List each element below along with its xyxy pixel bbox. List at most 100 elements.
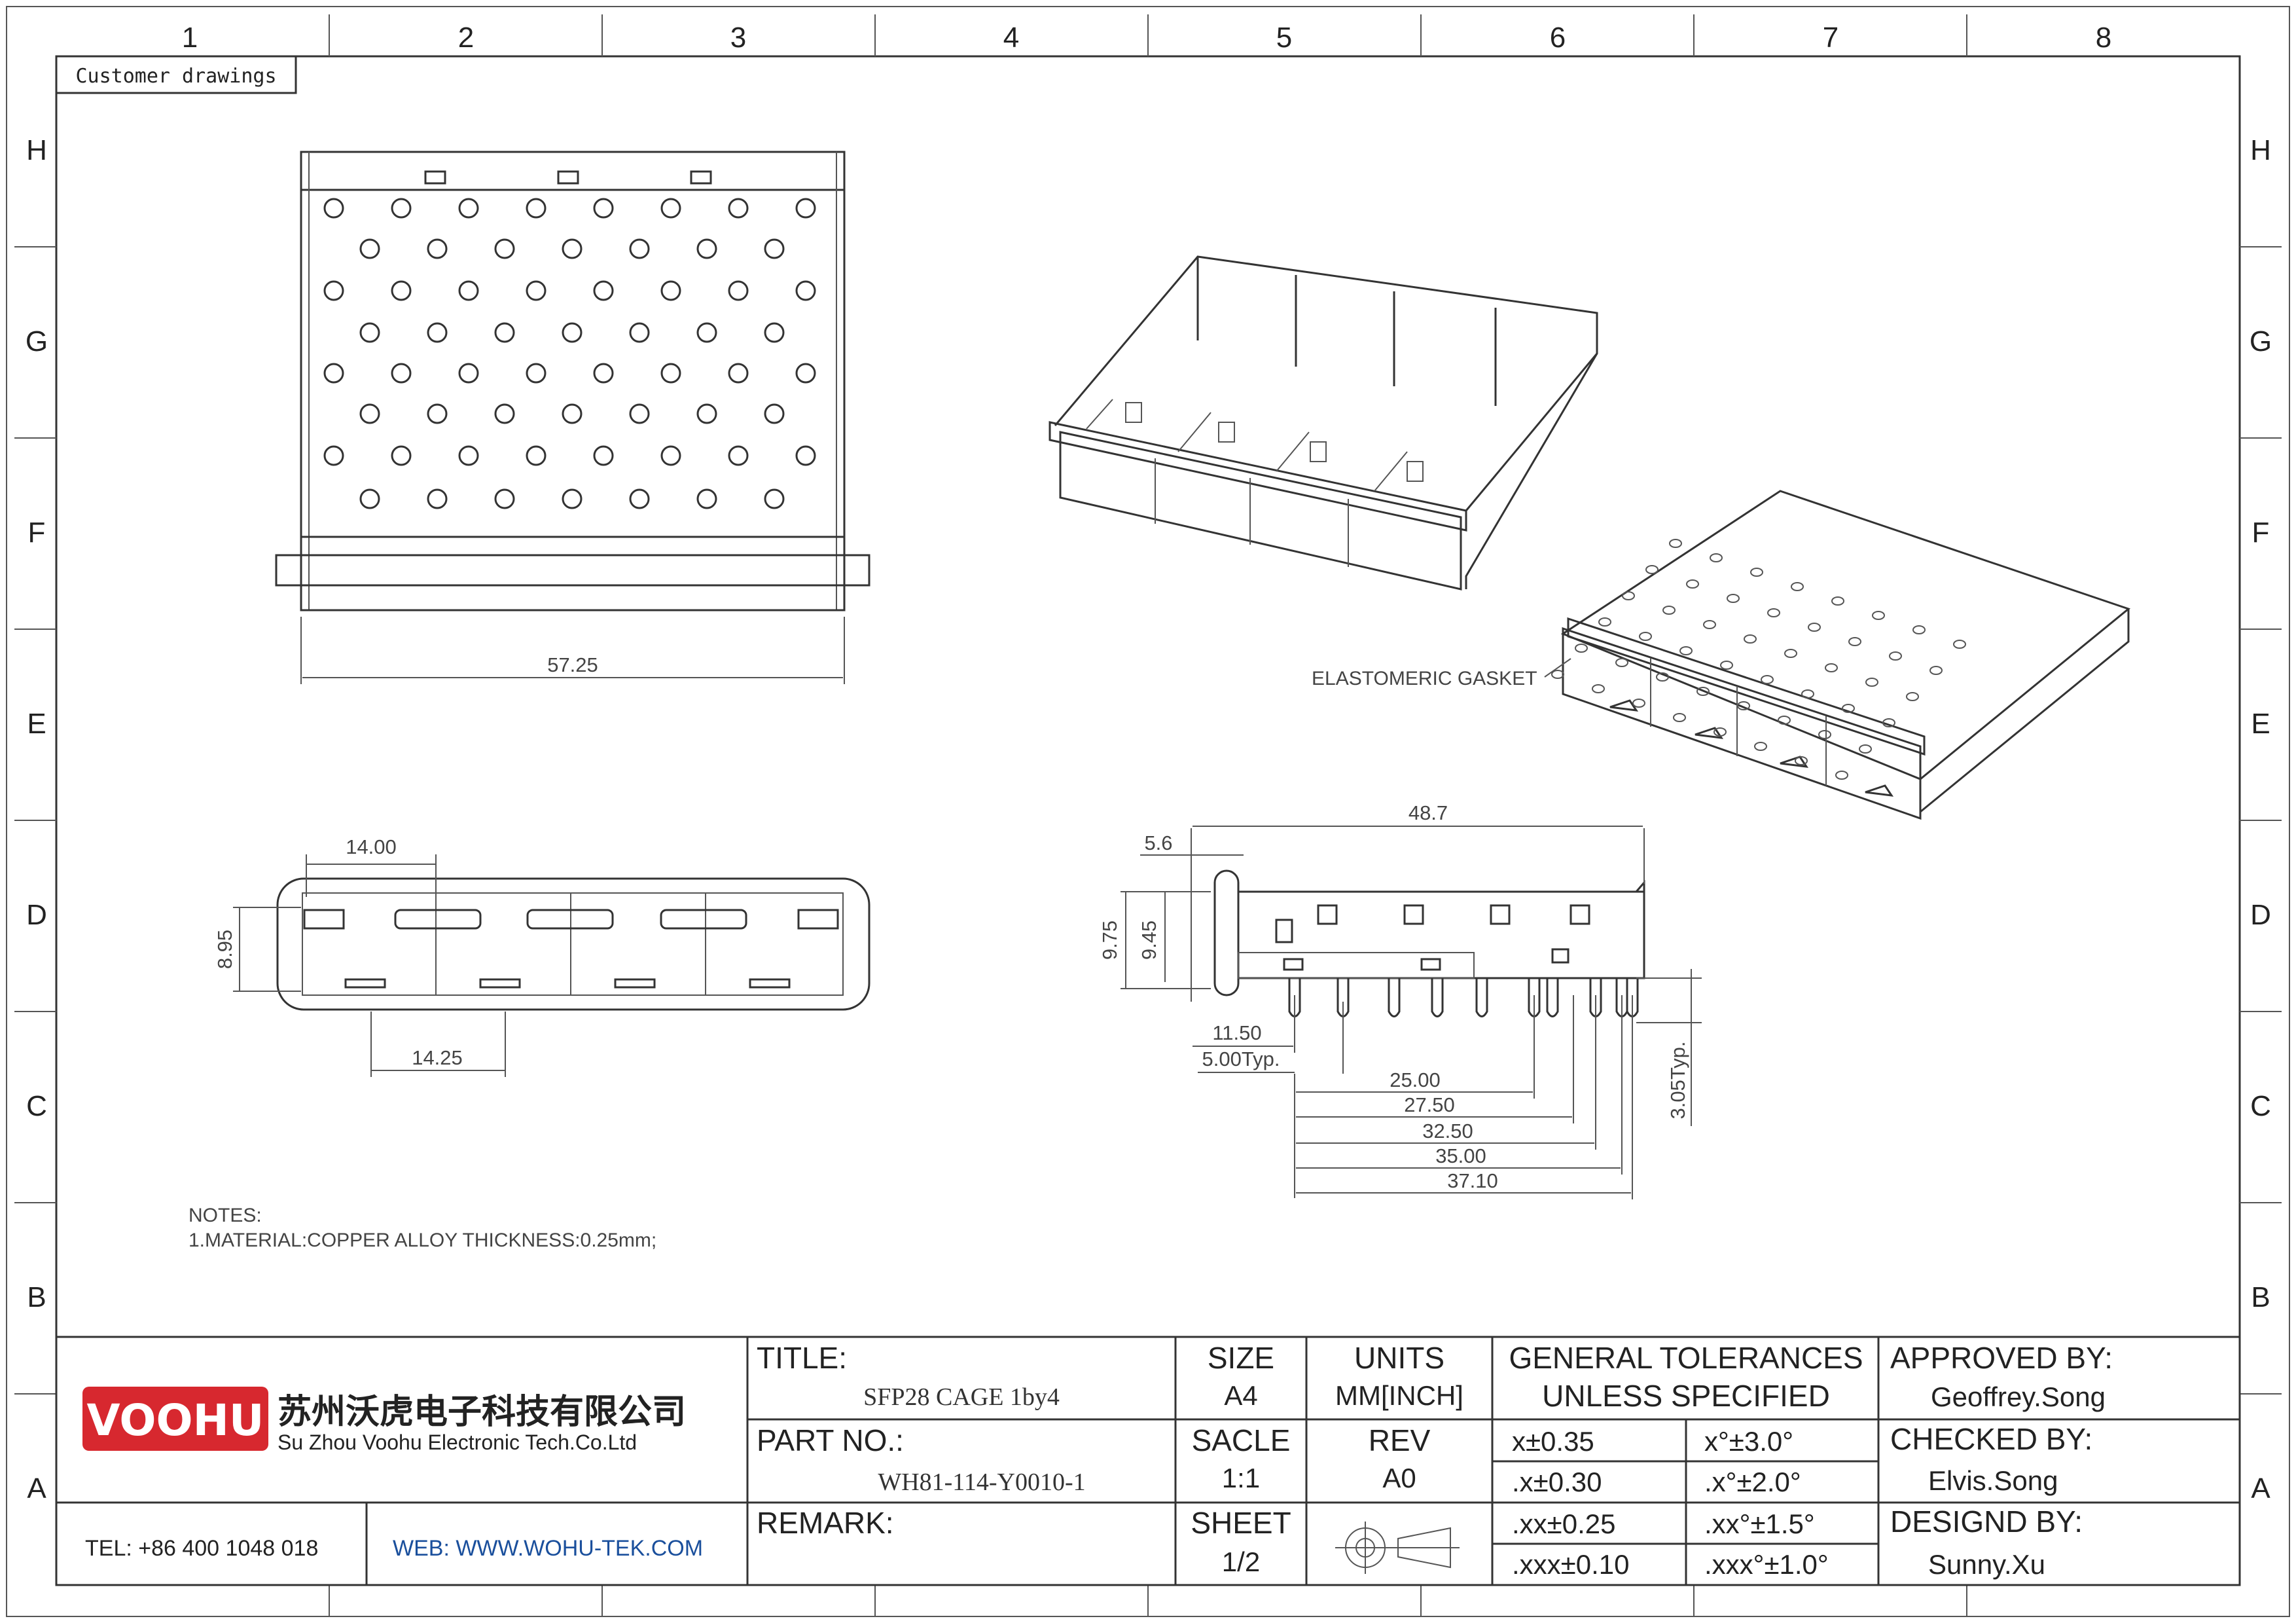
zone-row-e-right: E [2251, 708, 2270, 740]
vent-hole [359, 322, 380, 343]
vent-hole [1835, 771, 1848, 780]
zone-rows-right: H G F E D C B A [2250, 134, 2272, 1504]
vent-hole [593, 280, 614, 301]
vent-hole [728, 445, 749, 466]
vent-hole [795, 363, 816, 384]
vent-hole [1882, 718, 1895, 727]
vent-hole [458, 198, 479, 219]
part-label: PART NO.: [757, 1423, 904, 1457]
dim-side-a-label: 11.50 [1212, 1021, 1261, 1044]
zone-row-c-right: C [2250, 1090, 2271, 1122]
vent-hole [323, 198, 344, 219]
web-link[interactable]: WEB: WWW.WOHU-TEK.COM [393, 1536, 703, 1561]
side-view [1213, 869, 1645, 1017]
dim-front-pitch2-label: 14.25 [412, 1046, 463, 1069]
vent-hole [1575, 644, 1588, 653]
zone-row-a: A [27, 1472, 46, 1504]
vent-hole [593, 363, 614, 384]
tol-3: .x±0.30 [1512, 1467, 1602, 1497]
press-fit-pin [1431, 978, 1444, 1017]
approved-value: Geoffrey.Song [1931, 1381, 2106, 1412]
rev-value: A0 [1382, 1463, 1416, 1493]
vent-hole [323, 363, 344, 384]
dim-side: 48.7 5.6 9.75 9.45 11.50 5.00Typ. 25.00 … [1098, 801, 1702, 1199]
vent-hole [660, 198, 681, 219]
vent-hole [795, 198, 816, 219]
vent-hole [494, 322, 515, 343]
vent-hole [1632, 699, 1645, 708]
zone-row-e: E [27, 708, 46, 740]
vent-hole [1842, 704, 1855, 713]
part-value: WH81-114-Y0010-1 [878, 1468, 1085, 1496]
vent-hole [1761, 675, 1774, 684]
dim-side-pin-label: 3.05Typ. [1666, 1042, 1689, 1120]
vent-hole [1801, 689, 1814, 699]
dim-side-d-label: 27.50 [1404, 1093, 1455, 1116]
gasket-label: ELASTOMERIC GASKET [1312, 668, 1537, 689]
tol-6: .xx°±1.5° [1704, 1508, 1815, 1539]
vent-hole [1710, 553, 1723, 562]
zone-rows-left: H G F E D C B A [26, 134, 48, 1504]
front-view [276, 877, 870, 1011]
tol-4: .x°±2.0° [1704, 1467, 1801, 1497]
vent-hole [660, 280, 681, 301]
vent-hole [629, 322, 650, 343]
vent-hole [696, 322, 717, 343]
zone-row-f-right: F [2252, 517, 2270, 549]
vent-hole [1686, 579, 1699, 589]
size-label: SIZE [1208, 1341, 1274, 1375]
press-fit-pin [1388, 978, 1401, 1017]
vent-hole [1744, 634, 1757, 644]
vent-hole [1673, 713, 1686, 722]
zone-col-7: 7 [1823, 22, 1839, 54]
dim-side-b-label: 5.00Typ. [1202, 1048, 1280, 1070]
zone-col-6: 6 [1550, 22, 1566, 54]
vent-hole [458, 363, 479, 384]
dim-side-h1-label: 9.75 [1098, 921, 1121, 960]
checked-label: CHECKED BY: [1890, 1422, 2092, 1456]
zone-col-3: 3 [730, 22, 746, 54]
tol-8: .xxx°±1.0° [1704, 1549, 1829, 1580]
title-label: TITLE: [757, 1341, 847, 1375]
top-view [275, 151, 870, 611]
vent-hole [562, 238, 583, 259]
vent-hole [526, 363, 547, 384]
vent-hole [494, 403, 515, 424]
vent-hole [526, 198, 547, 219]
vent-hole [1848, 637, 1861, 646]
outer-frame [6, 6, 2290, 1617]
vent-hole [593, 198, 614, 219]
iso-view-front [1551, 490, 2131, 820]
dim-front: 14.00 8.95 14.25 [213, 835, 506, 1077]
units-value: MM[INCH] [1335, 1380, 1463, 1411]
vent-hole [764, 238, 785, 259]
vent-hole [562, 488, 583, 509]
zone-col-2: 2 [458, 22, 474, 54]
units-label: UNITS [1354, 1341, 1444, 1375]
vent-hole [1645, 565, 1659, 574]
checked-value: Elvis.Song [1928, 1465, 2058, 1496]
zone-columns: 1 2 3 4 5 6 7 8 [182, 22, 2111, 54]
vent-hole [391, 198, 412, 219]
vent-hole [764, 488, 785, 509]
vent-hole [1889, 651, 1902, 661]
vent-hole [728, 363, 749, 384]
vent-hole [1754, 742, 1767, 751]
vent-hole [1696, 687, 1710, 696]
zone-row-h-right: H [2250, 134, 2271, 166]
vent-hole [1592, 684, 1605, 693]
vent-hole [526, 445, 547, 466]
vent-hole [391, 363, 412, 384]
zone-col-1: 1 [182, 22, 198, 54]
vent-hole [526, 280, 547, 301]
vent-hole [1929, 666, 1943, 675]
zone-row-b-right: B [2251, 1281, 2270, 1313]
logo-badge [82, 1387, 268, 1451]
vent-hole [1669, 539, 1682, 548]
dim-side-c-label: 25.00 [1390, 1068, 1441, 1091]
sheet-value: 1/2 [1222, 1546, 1260, 1577]
dim-side-e-label: 32.50 [1422, 1120, 1473, 1142]
dim-side-offset-label: 5.6 [1144, 831, 1172, 854]
notes-title: NOTES: [188, 1205, 262, 1226]
vent-hole [728, 280, 749, 301]
